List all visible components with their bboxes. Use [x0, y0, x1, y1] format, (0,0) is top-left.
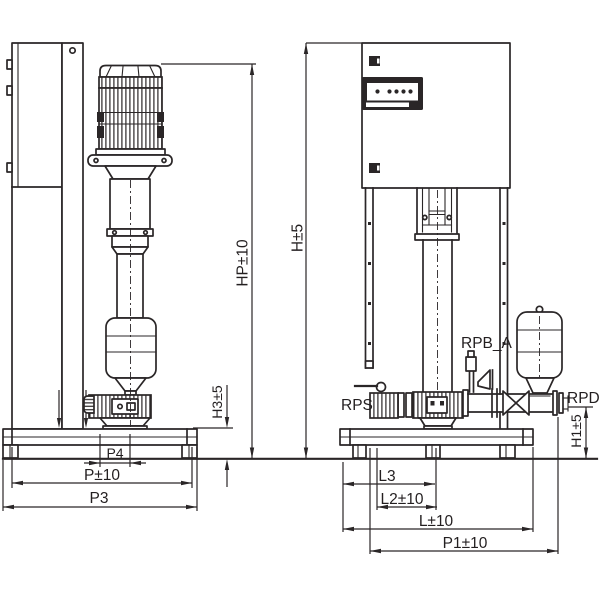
- cabinet-stand-left: [364, 187, 374, 369]
- reducer: [111, 246, 149, 255]
- drain-valve-rpb: [465, 350, 494, 393]
- lantern-taper: [104, 165, 157, 180]
- motor-lug: [97, 126, 104, 138]
- discharge-assembly: [462, 305, 569, 418]
- motor-body: [98, 87, 163, 150]
- left-view: HP±10 H3±5 P4 P±10 P3: [2, 42, 256, 511]
- tie-rod-nut: [421, 214, 428, 221]
- membrane-tank-front: [516, 305, 563, 397]
- rps-valve: [369, 392, 399, 419]
- rpd-flange: [552, 390, 558, 416]
- pump-unit-side: [83, 64, 173, 430]
- suction-assembly: [353, 381, 413, 419]
- port-label-rps: RPS: [341, 397, 373, 414]
- fastening-arrow: [83, 418, 89, 428]
- dim-label-h1: H1±5: [568, 414, 584, 448]
- motor-lug: [157, 126, 164, 138]
- flange: [397, 392, 405, 418]
- right-view: H±5 H1±5 L3 L2±10 L±10: [290, 42, 600, 554]
- hinge: [6, 59, 13, 70]
- pump-foot: [419, 417, 457, 427]
- dim-label-hp: HP±10: [235, 239, 252, 287]
- dim-label-p3: P3: [90, 490, 109, 507]
- outlet-funnel: [477, 369, 491, 390]
- panel-led: [401, 89, 406, 94]
- dim-label-h3: H3±5: [209, 385, 225, 419]
- dim-label-p: P±10: [84, 467, 120, 484]
- dim-label-p4: P4: [106, 445, 123, 461]
- foot: [352, 444, 367, 459]
- fastening-arrow: [56, 418, 62, 428]
- dim-label-p1: P1±10: [443, 535, 488, 552]
- motor-flange: [95, 148, 166, 156]
- check-valve: [515, 390, 530, 416]
- control-cabinet-front: [361, 42, 511, 189]
- check-valve: [502, 390, 517, 416]
- dim-label-h: H±5: [290, 224, 307, 252]
- control-cabinet-side: [6, 42, 89, 430]
- knockout: [369, 56, 380, 66]
- fan-cover: [98, 76, 163, 89]
- riser-pipe: [116, 253, 144, 319]
- pump-head-flange: [87, 154, 173, 167]
- dim-label-l3: L3: [378, 468, 395, 485]
- dimensions-left: HP±10 H3±5 P4 P±10 P3: [2, 63, 256, 511]
- motor-lug: [157, 112, 164, 122]
- pump-column-front: [412, 187, 464, 430]
- panel-button: [375, 89, 380, 94]
- panel-led: [387, 89, 392, 94]
- dim-label-l2: L2±10: [381, 491, 424, 508]
- port-label-rpd: RPD: [567, 390, 600, 407]
- foot: [425, 444, 441, 459]
- rpd-flange: [558, 392, 564, 414]
- panel-led: [408, 89, 413, 94]
- base-frame-right: [339, 428, 534, 459]
- tie-rod-nut: [446, 214, 453, 221]
- flange: [405, 392, 413, 418]
- mounting-hole: [68, 46, 77, 55]
- motor-lug: [97, 112, 104, 122]
- dimensions-right: H±5 H1±5 L3 L2±10 L±10: [290, 42, 593, 554]
- motor-cap: [99, 64, 162, 78]
- pump-foot: [99, 417, 151, 427]
- dim-label-l: L±10: [419, 513, 454, 530]
- column-flange: [414, 233, 460, 241]
- port-label-rpb: RPB_A: [461, 335, 512, 352]
- cabinet-stand-right: [499, 187, 509, 429]
- mounting-post: [61, 42, 84, 430]
- knockout: [369, 163, 380, 173]
- control-panel: [362, 77, 423, 110]
- stage-casing: [109, 178, 151, 230]
- flange: [462, 389, 469, 417]
- hinge: [6, 162, 13, 173]
- hinge: [6, 85, 13, 96]
- foot: [499, 444, 516, 459]
- membrane-tank-side: [105, 317, 157, 379]
- suction-port: [83, 395, 95, 414]
- panel-led: [394, 89, 399, 94]
- tank-cone: [525, 377, 555, 394]
